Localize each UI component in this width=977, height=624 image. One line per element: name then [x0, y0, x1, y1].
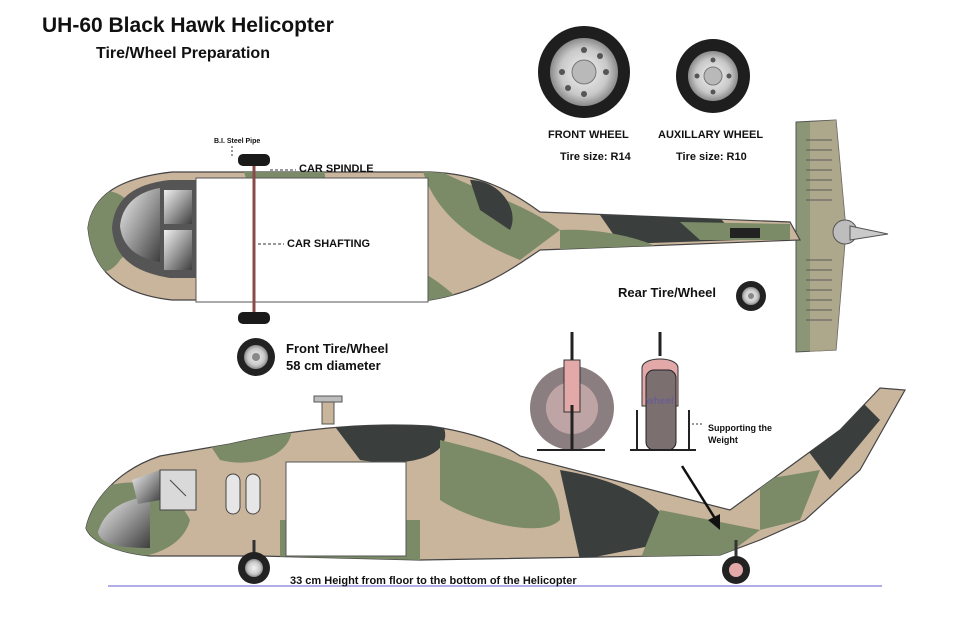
wheel-side-diagram [530, 332, 614, 451]
side-view-helicopter [85, 387, 906, 584]
cockpit-windows [112, 180, 196, 278]
front-tire-label: Front Tire/Wheel [286, 341, 389, 356]
steel-pipe-label: B.I. Steel Pipe [214, 138, 261, 145]
car-shafting-label: CAR SHAFTING [287, 238, 371, 250]
front-tire-icon [237, 338, 275, 376]
auxiliary-wheel-image [676, 39, 750, 113]
page-subtitle: Tire/Wheel Preparation [96, 45, 270, 62]
horizontal-stabilizer [795, 119, 847, 353]
car-spindle-label: CAR SPINDLE [299, 163, 374, 175]
top-view-helicopter [87, 119, 889, 353]
wheel-front-diagram [630, 332, 704, 451]
page-title: UH-60 Black Hawk Helicopter [42, 14, 334, 37]
front-wheel-image [538, 26, 630, 118]
top-wheel-lower [238, 312, 270, 324]
auxiliary-wheel-size: Tire size: R10 [676, 151, 747, 163]
auxiliary-wheel-label: AUXILLARY WHEEL [658, 129, 764, 141]
top-cabin-opening [195, 177, 429, 303]
front-wheel-size: Tire size: R14 [560, 151, 631, 163]
support-label-line1: Supporting the [708, 423, 772, 433]
wheel-text: wheel [646, 396, 674, 407]
support-label-line2: Weight [708, 435, 738, 445]
top-wheel-upper [238, 154, 270, 166]
height-note: 33 cm Height from floor to the bottom of… [290, 575, 577, 587]
support-arrow [680, 465, 718, 521]
side-cabin-opening [285, 461, 407, 557]
front-tire-diameter: 58 cm diameter [286, 358, 381, 373]
rear-tire-label: Rear Tire/Wheel [618, 285, 717, 300]
front-wheel-label: FRONT WHEEL [548, 129, 629, 141]
rear-tire-icon [736, 281, 766, 311]
